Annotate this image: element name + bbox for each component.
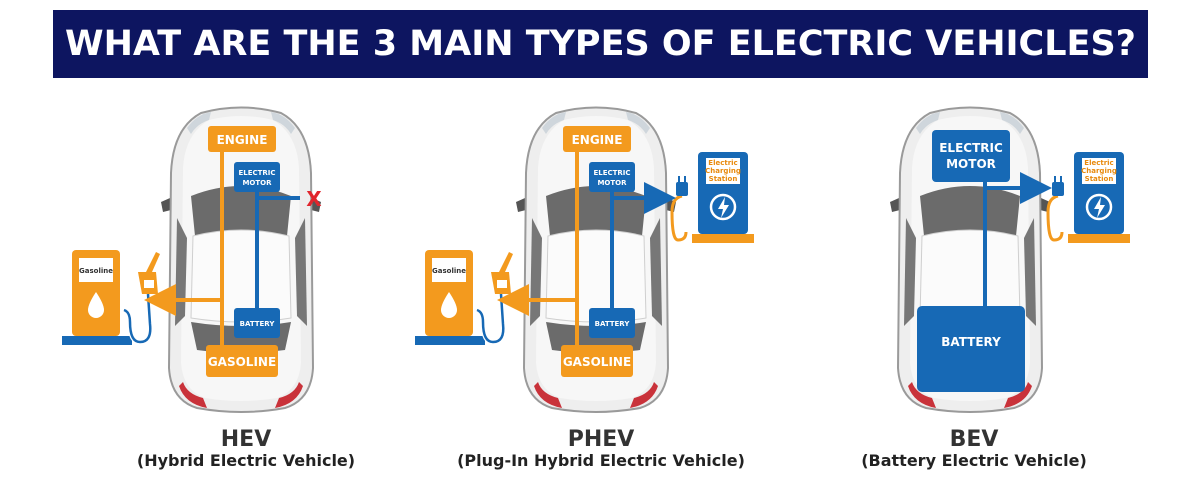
phev-pump-label: Gasoline bbox=[432, 267, 466, 275]
bev-battery-label: BATTERY bbox=[941, 335, 1001, 349]
hev-gasoline-box bbox=[206, 345, 278, 377]
phev-abbreviation: PHEV bbox=[568, 427, 635, 452]
bev-motor-label-1: ELECTRIC bbox=[939, 141, 1003, 155]
hev-section: Gasoline X ENGINE ELECTRIC MOTOR BATTERY… bbox=[62, 106, 355, 470]
bev-station-label-2: Charging bbox=[1081, 167, 1117, 175]
hev-engine-box bbox=[208, 126, 276, 152]
phev-motor-label-2: MOTOR bbox=[597, 179, 627, 187]
phev-full-name: (Plug-In Hybrid Electric Vehicle) bbox=[457, 451, 745, 470]
title-banner: WHAT ARE THE 3 MAIN TYPES OF ELECTRIC VE… bbox=[53, 10, 1148, 78]
hev-motor-label-2: MOTOR bbox=[242, 179, 272, 187]
hev-battery-label: BATTERY bbox=[240, 320, 276, 328]
hev-motor-label-1: ELECTRIC bbox=[238, 169, 275, 177]
page-title: WHAT ARE THE 3 MAIN TYPES OF ELECTRIC VE… bbox=[65, 24, 1136, 64]
bev-station-label-3: Station bbox=[1085, 175, 1114, 183]
phev-engine-box bbox=[563, 126, 631, 152]
hev-pump-label: Gasoline bbox=[79, 267, 113, 275]
phev-battery-label: BATTERY bbox=[595, 320, 631, 328]
hev-abbreviation: HEV bbox=[221, 427, 271, 452]
phev-section: Gasoline Electric Charging Station ENGIN… bbox=[415, 106, 756, 470]
hev-full-name: (Hybrid Electric Vehicle) bbox=[137, 451, 355, 470]
bev-motor-box bbox=[932, 130, 1010, 182]
hev-x-mark: X bbox=[306, 187, 322, 211]
bev-full-name: (Battery Electric Vehicle) bbox=[861, 451, 1087, 470]
phev-motor-box bbox=[589, 162, 635, 192]
phev-station-label-3: Station bbox=[709, 175, 738, 183]
phev-station-label-1: Electric bbox=[708, 159, 737, 167]
hev-engine-label: ENGINE bbox=[217, 133, 268, 147]
phev-gasoline-box bbox=[561, 345, 633, 377]
bev-battery-box bbox=[917, 306, 1025, 392]
bev-abbreviation: BEV bbox=[950, 427, 999, 452]
phev-engine-label: ENGINE bbox=[572, 133, 623, 147]
phev-gasoline-label: GASOLINE bbox=[563, 355, 631, 369]
phev-station-label-2: Charging bbox=[705, 167, 741, 175]
hev-motor-box bbox=[234, 162, 280, 192]
bev-station-label-1: Electric bbox=[1084, 159, 1113, 167]
bev-motor-label-2: MOTOR bbox=[946, 157, 996, 171]
bev-section: Electric Charging Station ELECTRIC MOTOR… bbox=[861, 106, 1132, 470]
phev-motor-label-1: ELECTRIC bbox=[593, 169, 630, 177]
phev-gas-pump bbox=[415, 250, 513, 345]
phev-battery-box bbox=[589, 308, 635, 338]
hev-gas-pump bbox=[62, 250, 160, 345]
hev-battery-box bbox=[234, 308, 280, 338]
hev-gasoline-label: GASOLINE bbox=[208, 355, 276, 369]
